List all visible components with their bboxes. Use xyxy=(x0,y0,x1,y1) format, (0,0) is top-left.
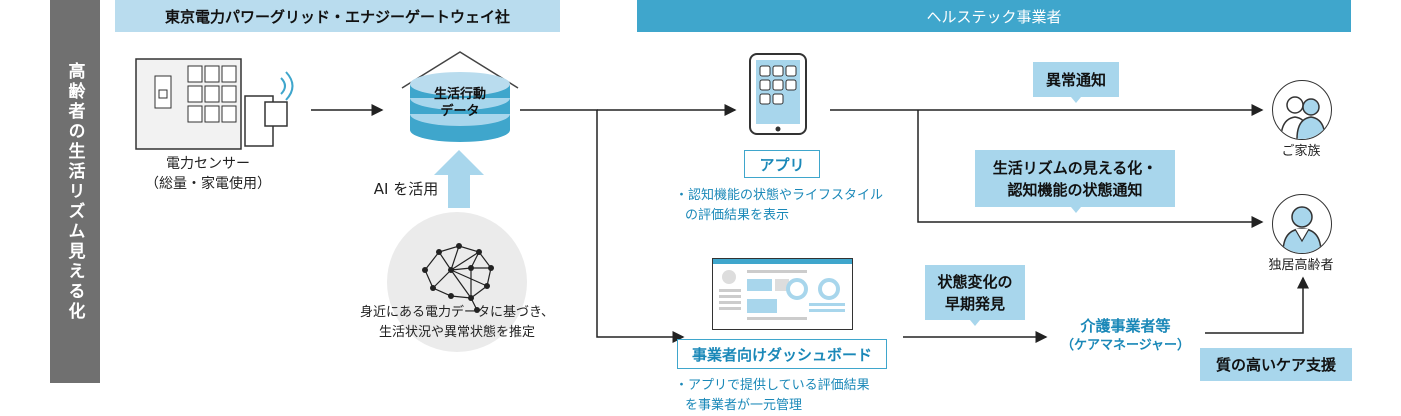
dashboard-icon xyxy=(713,259,852,320)
care-provider-line1: 介護事業者等 xyxy=(1080,317,1171,335)
app-desc-line2: の評価結果を表示 xyxy=(685,208,790,223)
callout-care: 質の高いケア支援 xyxy=(1200,348,1352,381)
callout-change-line1: 状態変化の xyxy=(937,272,1013,291)
side-title: 高齢者の生活リズム見える化 xyxy=(64,61,85,322)
app-desc-line1: ・認知機能の状態やライフスタイル xyxy=(675,188,884,203)
ai-up-arrow xyxy=(434,150,484,208)
database-icon xyxy=(401,51,519,142)
callout-rhythm-line2: 認知機能の状態通知 xyxy=(1007,180,1143,199)
header-healthtech: ヘルステック事業者 xyxy=(637,0,1351,32)
dashboard-description: ・アプリで提供している評価結果 を事業者が一元管理 xyxy=(675,376,905,416)
callout-change-line2: 早期発見 xyxy=(944,294,1005,313)
app-label: アプリ xyxy=(744,150,820,178)
app-description: ・認知機能の状態やライフスタイル の評価結果を表示 xyxy=(675,186,905,226)
arrow-data-to-dashboard xyxy=(520,109,685,343)
tablet-icon xyxy=(749,53,807,135)
data-node-line2: データ xyxy=(440,104,480,119)
dashboard-illustration xyxy=(712,258,853,330)
brain-caption-line1: 身近にある電力データに基づき、 xyxy=(359,305,555,320)
header-tepco: 東京電力パワーグリッド・エナジーゲートウェイ社 xyxy=(115,0,560,32)
callout-rhythm: 生活リズムの見える化・ 認知機能の状態通知 xyxy=(975,150,1175,207)
care-provider-line2: （ケアマネージャー） xyxy=(1060,338,1191,353)
dashboard-desc-line1: ・アプリで提供している評価結果 xyxy=(675,378,870,393)
family-avatar xyxy=(1272,80,1332,140)
elderly-label: 独居高齢者 xyxy=(1268,258,1334,273)
dashboard-label: 事業者向けダッシュボード xyxy=(677,339,887,369)
power-sensor-icon xyxy=(135,58,294,150)
tablet-illustration xyxy=(746,52,810,136)
brain-caption: 身近にある電力データに基づき、 生活状況や異常状態を推定 xyxy=(352,303,562,343)
elderly-avatar xyxy=(1272,194,1332,254)
data-node-line1: 生活行動 xyxy=(433,87,486,102)
power-sensor-illustration xyxy=(133,56,303,154)
ai-brain-network-icon xyxy=(422,243,494,313)
callout-rhythm-line1: 生活リズムの見える化・ xyxy=(992,158,1158,177)
callout-pointer-abnormal xyxy=(1071,97,1081,103)
behavior-data-node: 生活行動 データ xyxy=(398,48,522,148)
brain-circle xyxy=(387,212,527,352)
sensor-title: 電力センサー xyxy=(166,156,250,172)
family-label: ご家族 xyxy=(1281,144,1321,159)
callout-pointer-change xyxy=(970,320,980,326)
sensor-caption: 電力センサー （総量・家電使用） xyxy=(118,154,298,194)
care-provider: 介護事業者等 （ケアマネージャー） xyxy=(1048,316,1203,356)
elderly-person-icon xyxy=(1282,206,1322,253)
ai-label: AI を活用 xyxy=(373,180,439,198)
side-title-bar: 高齢者の生活リズム見える化 xyxy=(50,0,100,383)
callout-abnormal: 異常通知 xyxy=(1033,62,1119,97)
callout-pointer-rhythm xyxy=(1071,207,1081,213)
arrow-app-to-elderly xyxy=(917,110,1264,228)
callout-change: 状態変化の 早期発見 xyxy=(925,265,1025,320)
family-icon xyxy=(1280,96,1326,139)
arrow-care-to-elderly xyxy=(1205,276,1309,334)
dashboard-desc-line2: を事業者が一元管理 xyxy=(685,398,803,413)
sensor-subtitle: （総量・家電使用） xyxy=(145,176,271,192)
brain-caption-line2: 生活状況や異常状態を推定 xyxy=(378,325,535,340)
